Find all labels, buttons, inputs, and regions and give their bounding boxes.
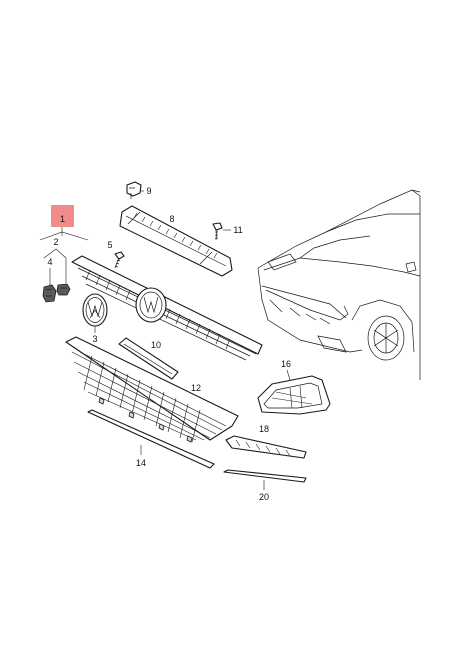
screw-part-11[interactable] [212, 222, 223, 241]
upper-carrier-part-8[interactable] [119, 205, 233, 277]
callout-8: 8 [169, 214, 174, 224]
clip-part-4[interactable] [42, 284, 57, 303]
license-plate-bracket-part-10[interactable] [118, 337, 179, 380]
fog-light-trim-part-16[interactable] [257, 375, 331, 415]
callout-18: 18 [259, 424, 269, 434]
screw-part-5[interactable] [114, 251, 125, 269]
callout-20: 20 [259, 492, 269, 502]
lower-trim-strip-part-20[interactable] [223, 469, 307, 483]
callout-11: 11 [233, 225, 242, 235]
trim-insert-part-18[interactable] [225, 435, 307, 459]
vehicle-illustration [257, 189, 421, 380]
callout-1: 1 [60, 214, 65, 224]
callout-5: 5 [107, 240, 112, 250]
clip-nut-part-9[interactable] [126, 181, 142, 199]
trim-strip-part-14[interactable] [87, 409, 215, 469]
callout-9: 9 [146, 186, 151, 196]
radiator-grille-part-1[interactable] [71, 255, 263, 361]
callout-3: 3 [92, 334, 97, 344]
callout-10: 10 [151, 340, 161, 350]
callout-1-highlight[interactable] [51, 205, 74, 227]
callout-12: 12 [191, 383, 201, 393]
callout-4: 4 [47, 257, 52, 267]
clip-part-2[interactable] [56, 283, 71, 296]
callout-14: 14 [136, 458, 146, 468]
lower-grille-part-12[interactable] [65, 336, 239, 443]
vw-emblem-icon[interactable] [82, 293, 108, 327]
callout-16: 16 [281, 359, 291, 369]
callout-2: 2 [53, 237, 58, 247]
